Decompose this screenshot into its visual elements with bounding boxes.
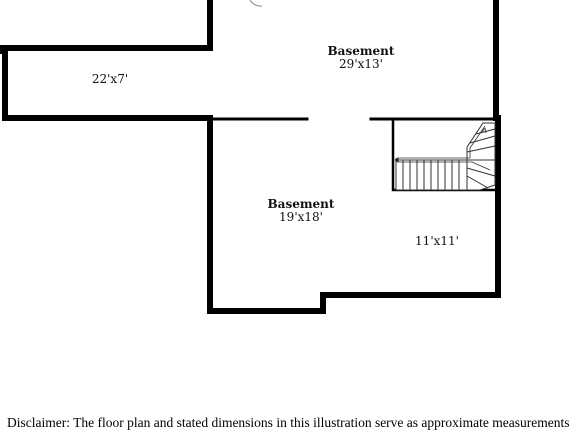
wall-right-lower (207, 115, 501, 314)
room-name-lower-basement: Basement (268, 197, 335, 211)
door-swing (249, 0, 263, 7)
room-labels: 22'x7' Basement 29'x13' Basement 19'x18'… (92, 44, 459, 248)
stair-handrail-lower (397, 161, 491, 171)
stairs (391, 120, 497, 192)
room-dimensions-upper-basement: 29'x13' (339, 57, 383, 71)
room-dimensions-lower-basement: 19'x18' (279, 210, 323, 224)
stair-handrail (397, 125, 486, 159)
room-dimensions-corner-room: 11'x11' (415, 234, 459, 248)
disclaimer-text: Disclaimer: The floor plan and stated di… (7, 415, 570, 430)
walls (0, 0, 501, 314)
wall-upper-left (0, 0, 213, 51)
stair-treads (402, 160, 460, 190)
wall-side-room (0, 48, 213, 121)
room-name-upper-basement: Basement (328, 44, 395, 58)
room-dimensions-side-room: 22'x7' (92, 72, 128, 86)
stair-arrow (480, 127, 487, 134)
stair-landing (466, 122, 496, 191)
